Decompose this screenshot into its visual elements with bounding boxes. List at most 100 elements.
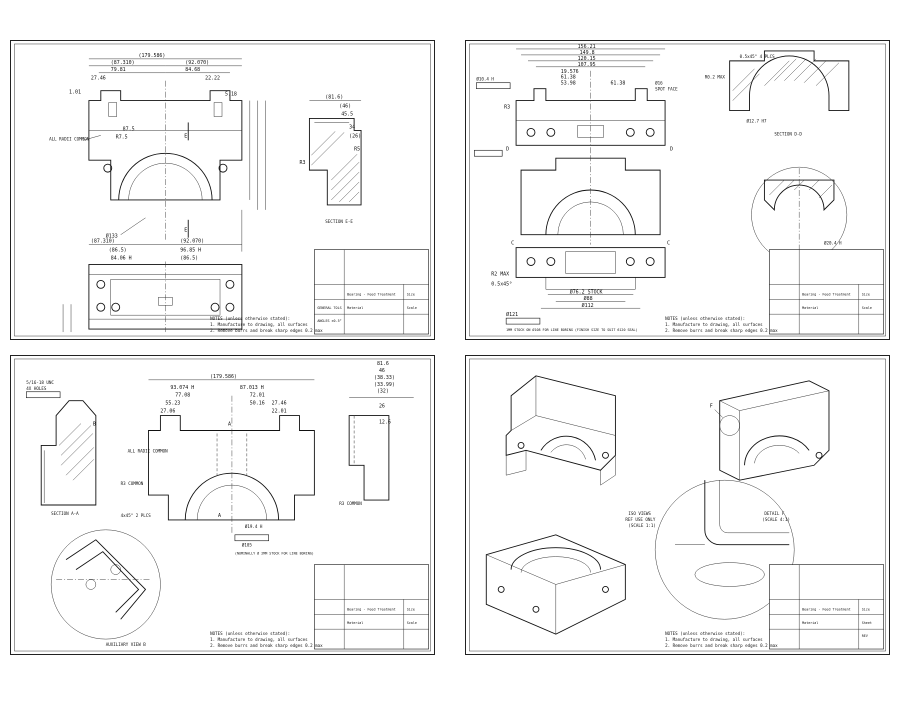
- tb1-general: GENERAL TOLS: [317, 306, 341, 310]
- chamfer-2plcs: 4x45° 2 PLCS: [121, 513, 152, 518]
- dim-overall-width: (179.586): [139, 53, 166, 59]
- dim-96-85: 96.85 H: [180, 248, 201, 254]
- section-aa-label: SECTION A-A: [51, 511, 79, 516]
- dim-right-half: (92.070): [185, 60, 209, 66]
- cut-e-top: E: [184, 133, 187, 139]
- dim-spot-16: Ø16: [655, 81, 663, 86]
- iso-view-top-left: [505, 375, 616, 486]
- all-radii-common-3: ALL RADII COMMON: [128, 448, 169, 453]
- tb3-size: Size: [407, 607, 415, 611]
- iso-views-label: ISO VIEWS: [628, 511, 651, 516]
- dim-93-074: 93.074 H: [170, 385, 194, 391]
- dim-27-46: 27.46: [91, 76, 106, 82]
- tb3-title: Bearing - Feed Treatment: [347, 607, 396, 611]
- dim-107-95: 107.95: [578, 62, 596, 68]
- dim-chamfer-4plcs: 0.5x45° 4 PLCS: [740, 54, 776, 59]
- tb4-sheet: Sheet: [862, 621, 872, 625]
- dim-r7-5: R7.5: [116, 134, 128, 140]
- dim-179-586: (179.586): [210, 374, 237, 380]
- cut-b-label-a: B: [93, 422, 96, 428]
- tb3-material: Material: [347, 621, 363, 625]
- detail-f-scale: (SCALE 4:1): [762, 517, 790, 522]
- tb2-material: Material: [802, 306, 818, 310]
- section-d-hatch: [732, 58, 840, 101]
- dim-12-6: 12.6: [379, 420, 391, 426]
- dim-72-01: 72.01: [250, 393, 265, 399]
- dim-bore-diameter: Ø133: [106, 233, 118, 240]
- sheet3-notes-heading: NOTES (unless otherwise stated):: [210, 631, 290, 636]
- iso-scale-label: (SCALE 1:1): [628, 523, 656, 528]
- dim-50-16: 50.16: [250, 401, 265, 407]
- sheet1-notes-line1: 1. Manufacture to drawing, all surfaces: [210, 322, 308, 327]
- thread-holes: 4X HOLES: [26, 386, 47, 391]
- cut-a-bottom: A: [218, 513, 221, 519]
- tb1-title: Bearing - Feed Treatment: [347, 292, 396, 296]
- dim-121: Ø121: [506, 311, 518, 318]
- sheet-2-drawing: 156.21 149.8 120.15 107.95 19.576 61.38 …: [469, 43, 886, 337]
- dim-33-99: (33.99): [374, 382, 395, 388]
- tb1-material: Material: [347, 306, 363, 310]
- dim-26: (26): [349, 133, 361, 139]
- sheet4-notes-heading: NOTES (unless otherwise stated):: [665, 631, 745, 636]
- dim-r5: R5: [354, 146, 360, 152]
- dim-chamfer: 0.5x45°: [491, 281, 512, 287]
- all-radii-common-label: ALL RADII COMMON: [49, 136, 90, 141]
- dim-61-38-a: 61.38: [561, 75, 576, 81]
- drawing-sheet-2: 156.21 149.8 120.15 107.95 19.576 61.38 …: [465, 40, 890, 340]
- cut-d-left: D: [506, 146, 509, 152]
- sheet4-notes-line1: 1. Manufacture to drawing, all surfaces: [665, 637, 763, 642]
- dim-87-013: 87.013 H: [240, 385, 264, 391]
- detail-f-label: DETAIL F: [764, 511, 785, 516]
- dim-87-5: 87.5: [123, 126, 135, 132]
- dim-19-4: Ø19.4 H: [245, 524, 263, 529]
- sheet3-notes-line2: 2. Remove burrs and break sharp edges 0.…: [210, 643, 323, 648]
- thread-spec: 5/16-18 UNC: [26, 380, 54, 385]
- iso-view-top-right: [719, 380, 830, 481]
- dim-88: Ø88: [584, 295, 593, 302]
- iso-view-bottom-left: [485, 534, 626, 635]
- dim-stock-76-2: Ø76.2 STOCK: [570, 288, 603, 295]
- dim-22-01: 22.01: [272, 409, 287, 415]
- tb2-scale: Scale: [862, 306, 872, 310]
- tb1-angle: ANGLES ±0.5°: [317, 319, 341, 323]
- dim-53-98: 53.98: [561, 81, 576, 87]
- sheet1-notes-line2: 2. Remove burrs and break sharp edges 0.…: [210, 328, 323, 333]
- dim-20-4: Ø20.4 H: [824, 241, 842, 246]
- sheet-4-drawing: F ISO VIEWS REF USE ONLY (SCALE 1:1) DET…: [469, 358, 886, 652]
- dim-46: (46): [339, 104, 351, 110]
- line-boring-note: 1MM STOCK ON Ø108 FOR LINE BORING (FINIS…: [506, 327, 637, 332]
- cut-c-left: C: [511, 241, 514, 247]
- dim-left-half: (87.310): [111, 60, 135, 66]
- dim-r2-max: R2 MAX: [491, 271, 509, 277]
- section-a-hatch: [58, 423, 95, 481]
- tb3-scale: Scale: [407, 621, 417, 625]
- dim-27-46-b: 27.46: [272, 401, 287, 407]
- sheet4-notes-line2: 2. Remove burrs and break sharp edges 0.…: [665, 643, 778, 648]
- tb4-title: Bearing - Feed Treatment: [802, 607, 851, 611]
- dim-19-576: 19.576: [561, 69, 579, 75]
- dim-12-7-h7: Ø12.7 H7: [747, 118, 768, 123]
- section-e-label: SECTION E-E: [325, 219, 353, 224]
- r3-common-side: R3 COMMON: [339, 501, 362, 506]
- sheet2-notes-line2: 2. Remove burrs and break sharp edges 0.…: [665, 328, 778, 333]
- sheet-3-drawing: 5/16-18 UNC 4X HOLES B SECTION A-A (179.…: [14, 358, 431, 652]
- sheet2-notes-heading: NOTES (unless otherwise stated):: [665, 316, 745, 321]
- cut-d-right: D: [670, 146, 673, 152]
- drawing-sheet-4: F ISO VIEWS REF USE ONLY (SCALE 1:1) DET…: [465, 355, 890, 655]
- dim-r0-2-max: R0.2 MAX: [705, 75, 726, 80]
- section-dd-label: SECTION D-D: [774, 131, 802, 136]
- dim-105: Ø105: [242, 543, 253, 548]
- dim-26-s3: 26: [379, 404, 385, 410]
- sheet-1-drawing: (179.586) (87.310) (92.070) 79.81 84.68 …: [14, 43, 431, 337]
- tb2-size: Size: [862, 292, 870, 296]
- ref-use-only-label: REF USE ONLY: [625, 517, 656, 522]
- dim-84-06: 84.06 H: [111, 256, 132, 262]
- drawing-sheet-1: (179.586) (87.310) (92.070) 79.81 84.68 …: [10, 40, 435, 340]
- tb4-rev: REV: [862, 634, 868, 638]
- section-e-hatch: [311, 131, 360, 203]
- cut-e-bottom: E: [184, 228, 187, 234]
- cut-c-right: C: [667, 241, 670, 247]
- r3-common: R3 COMMON: [121, 481, 144, 486]
- dim-5-18: 5.18: [225, 92, 237, 98]
- dim-84-68: 84.68: [185, 67, 200, 73]
